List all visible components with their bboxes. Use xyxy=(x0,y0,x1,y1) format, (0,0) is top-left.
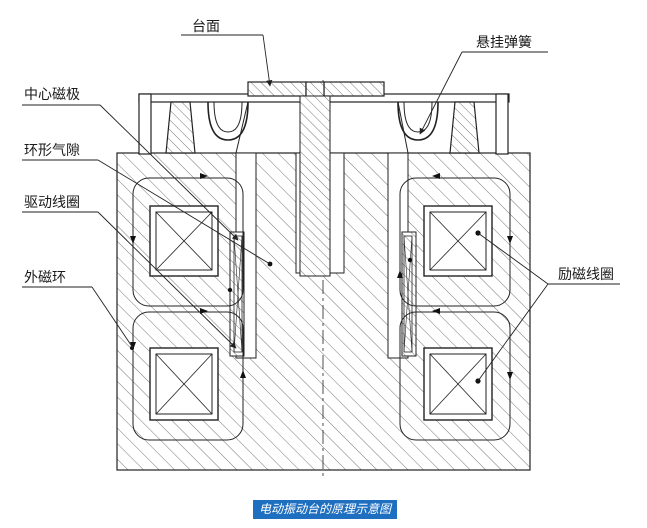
label-center-pole: 中心磁极 xyxy=(24,87,80,103)
label-excitation-coil: 励磁线圈 xyxy=(558,267,614,283)
figure-caption: 电动振动台的原理示意图 xyxy=(253,500,398,519)
right-excitation-coils xyxy=(423,205,493,421)
drive-coils xyxy=(229,231,417,357)
label-drive-coil: 驱动线圈 xyxy=(24,195,80,211)
flux-arrows xyxy=(130,173,513,380)
leader-lines xyxy=(22,34,620,382)
left-excitation-coils xyxy=(149,205,219,421)
label-outer-ring: 外磁环 xyxy=(24,270,66,286)
label-table-top: 台面 xyxy=(192,19,220,35)
label-annular-gap: 环形气隙 xyxy=(24,143,80,159)
flux-dots xyxy=(130,257,413,350)
table-top-assembly xyxy=(138,81,510,277)
suspension-springs xyxy=(165,101,480,154)
label-suspension-spring: 悬挂弹簧 xyxy=(476,35,532,51)
